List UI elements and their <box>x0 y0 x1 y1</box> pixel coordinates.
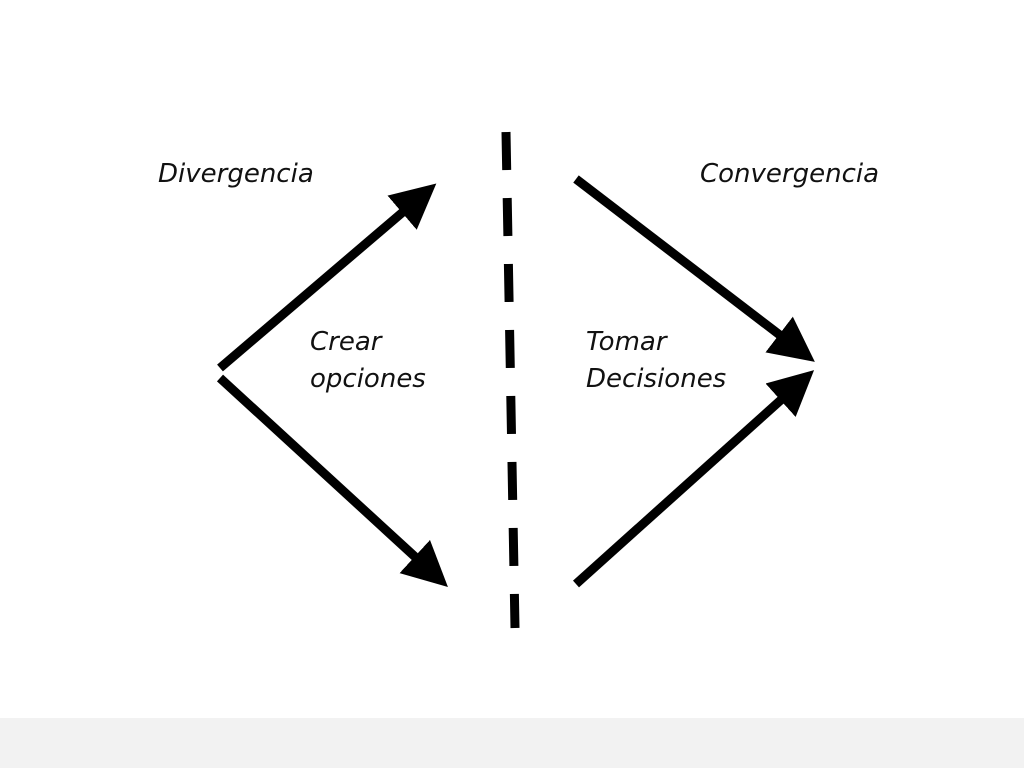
create-options-line2: opciones <box>310 364 426 394</box>
convergence-arrow-down <box>573 175 815 362</box>
divergence-arrow-down <box>216 374 448 587</box>
divergence-label: Divergencia <box>158 159 314 189</box>
create-options-label: Crear opciones <box>310 324 426 398</box>
convergence-arrow-up <box>572 370 815 588</box>
presentation-footer-bar <box>0 718 1024 768</box>
slide-canvas: Divergencia Convergencia Crear opciones … <box>158 131 880 629</box>
divergence-convergence-diagram <box>216 131 815 629</box>
make-decisions-label: Tomar Decisiones <box>586 324 726 398</box>
divergence-arrow-up <box>217 183 437 372</box>
create-options-line1: Crear <box>310 327 382 357</box>
make-decisions-line2: Decisiones <box>586 364 727 394</box>
phase-separator-dashed-line <box>501 131 520 629</box>
make-decisions-line1: Tomar <box>586 327 667 357</box>
convergence-label: Convergencia <box>700 159 880 189</box>
